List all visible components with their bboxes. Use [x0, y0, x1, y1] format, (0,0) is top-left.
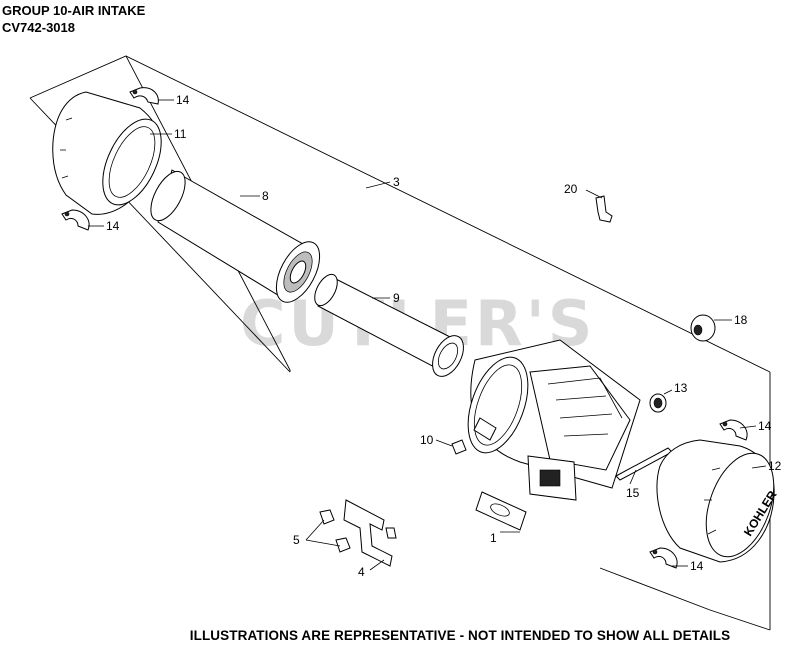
part-9-inner-filter [314, 273, 464, 377]
callout-3: 3 [393, 175, 400, 189]
part-14-clip-bottom-left [61, 209, 90, 231]
part-10-fitting [451, 439, 467, 455]
callout-18: 18 [734, 313, 748, 327]
frame-bottom-right [709, 609, 771, 631]
callout-8: 8 [262, 189, 269, 203]
group-title: GROUP 10-AIR INTAKE [2, 3, 146, 18]
callout-leaders [88, 99, 767, 571]
part-14-clip-bottom-right [649, 547, 678, 569]
callout-5: 5 [293, 533, 300, 547]
callout-11: 11 [174, 127, 187, 141]
callout-4: 4 [358, 565, 365, 579]
diagram-footer: ILLUSTRATIONS ARE REPRESENTATIVE - NOT I… [0, 628, 800, 643]
part-20-bracket [595, 195, 613, 223]
callout-13: 13 [674, 381, 688, 395]
part-3-air-cleaner-housing [467, 339, 641, 501]
part-14-clip-top-left [129, 87, 159, 105]
model-number: CV742-3018 [2, 20, 75, 35]
callout-14-bottom-left: 14 [106, 219, 120, 233]
callout-12: 12 [768, 459, 782, 473]
callout-10: 10 [420, 433, 434, 447]
disclaimer-text: ILLUSTRATIONS ARE REPRESENTATIVE - NOT I… [189, 628, 731, 643]
part-18-valve [690, 314, 716, 342]
callout-14-top-left: 14 [176, 93, 190, 107]
part-14-clip-top-right [719, 419, 748, 441]
frame-top-edge [125, 55, 771, 373]
part-1-gasket [475, 491, 527, 531]
part-13-grommet [649, 393, 667, 413]
callout-1: 1 [490, 531, 497, 545]
callout-15: 15 [626, 486, 640, 500]
part-12-front-cover: KOHLER [656, 439, 780, 563]
callout-14-bottom-right: 14 [690, 559, 704, 573]
part-4-mounting-bracket [343, 499, 393, 567]
diagram-header: GROUP 10-AIR INTAKE CV742-3018 [2, 2, 145, 36]
callout-20: 20 [564, 182, 578, 196]
callout-9: 9 [393, 291, 400, 305]
part-8-air-filter [150, 169, 321, 303]
part-11-rear-cap [52, 91, 162, 215]
frame-bottom-lower [599, 567, 711, 611]
callout-14-top-right: 14 [758, 419, 772, 433]
